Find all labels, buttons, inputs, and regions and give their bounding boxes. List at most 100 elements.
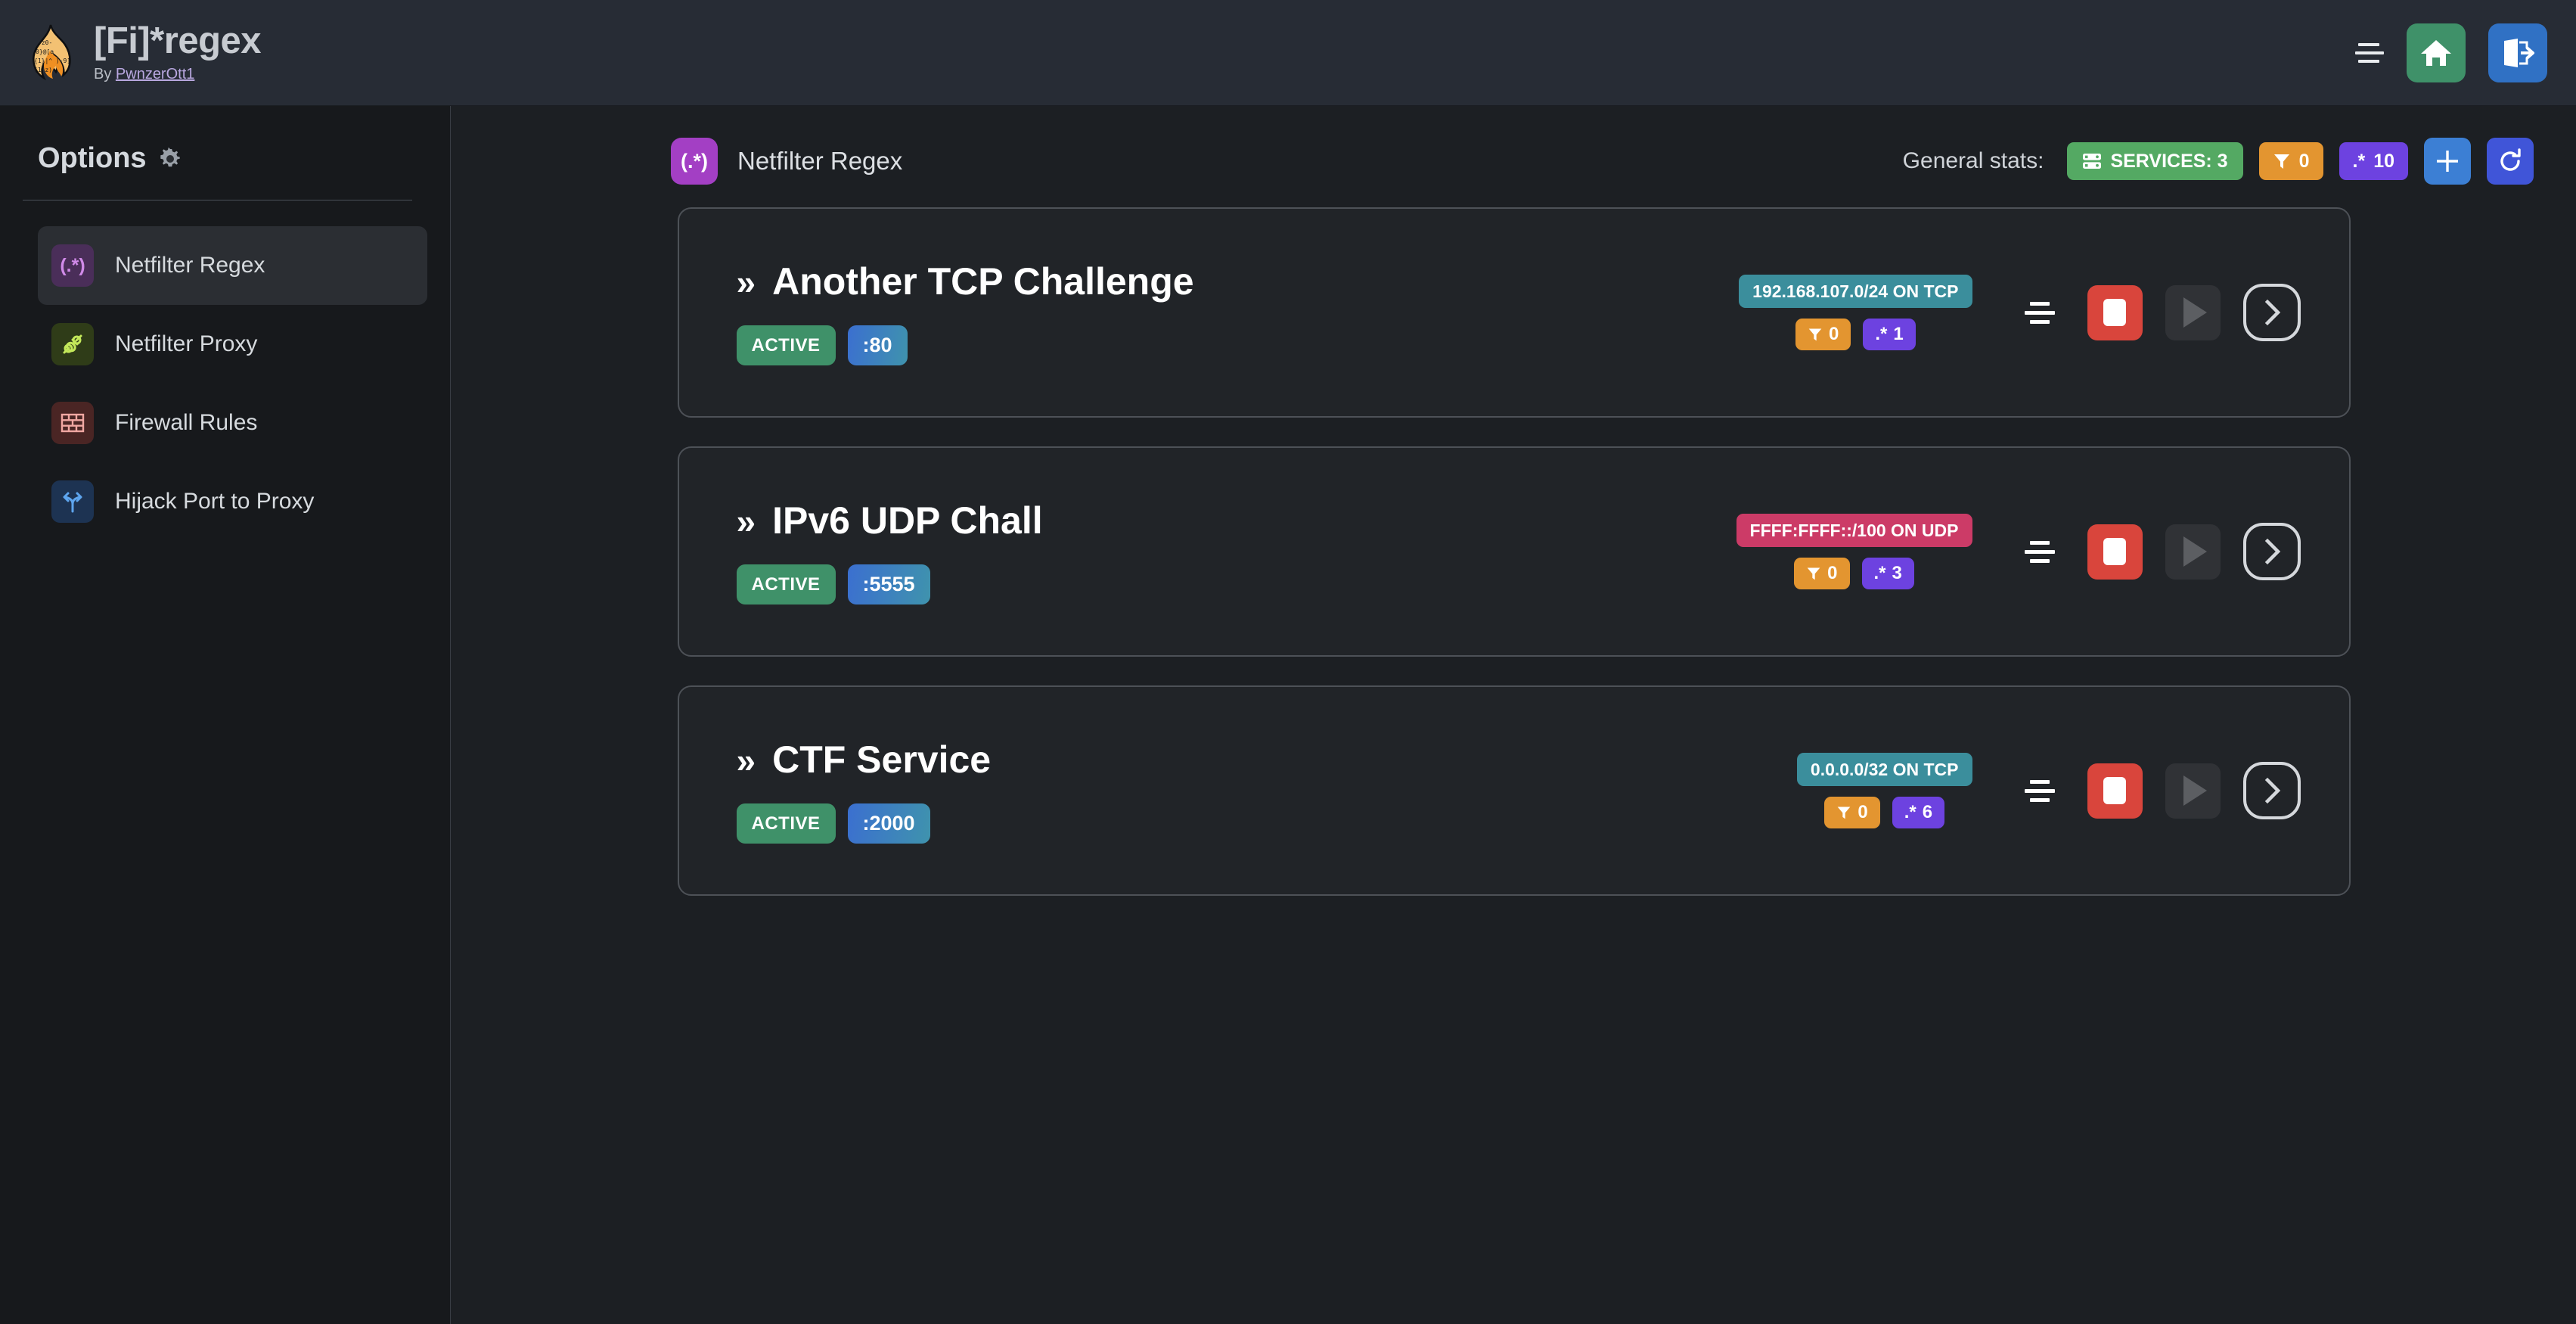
regex-count-text: 1 [1893, 324, 1904, 344]
status-badge: ACTIVE [736, 564, 836, 605]
service-card-info: » CTF Service ACTIVE :2000 [679, 738, 992, 844]
app-author-line: By PwnzerOtt1 [94, 66, 261, 83]
start-service-button[interactable] [2165, 763, 2221, 819]
network-info: 192.168.107.0/24 ON TCP 0 .* 1 [1739, 275, 1972, 350]
start-service-button[interactable] [2165, 284, 2221, 340]
stop-service-button[interactable] [2087, 524, 2143, 580]
sidebar-item-firewall-rules[interactable]: Firewall Rules [38, 384, 427, 462]
stop-icon [2103, 777, 2126, 804]
header-actions [2349, 23, 2576, 82]
status-badge: ACTIVE [736, 325, 836, 365]
by-prefix: By [94, 66, 116, 83]
service-card[interactable]: » CTF Service ACTIVE :2000 0.0.0.0/32 ON… [677, 685, 2351, 896]
refresh-icon [2497, 148, 2523, 174]
stat-services-badge[interactable]: SERVICES: 3 [2067, 142, 2243, 180]
svg-text:(1 z): (1 z) [34, 67, 52, 73]
network-counters: 0 .* 1 [1795, 319, 1916, 350]
stop-service-button[interactable] [2087, 284, 2143, 340]
service-badges: ACTIVE :2000 [736, 803, 992, 844]
port-badge: :80 [847, 325, 908, 365]
regex-icon-glyph: (.*) [60, 254, 85, 276]
stat-regexes-text: 10 [2373, 150, 2394, 172]
service-card[interactable]: » IPv6 UDP Chall ACTIVE :5555 FFFF:FFFF:… [677, 446, 2351, 657]
general-stats: General stats: SERVICES: 3 [1903, 138, 2534, 185]
filter-count-badge[interactable]: 0 [1795, 319, 1851, 350]
gear-icon[interactable] [157, 146, 183, 172]
general-stats-label: General stats: [1902, 148, 2044, 173]
service-title-row: » Another TCP Challenge [737, 260, 1194, 303]
status-badge: ACTIVE [736, 803, 836, 844]
service-badges: ACTIVE :5555 [736, 564, 1043, 605]
stat-regexes-badge[interactable]: .* 10 [2339, 142, 2408, 180]
filter-funnel-icon [1808, 327, 1823, 342]
regex-count-badge[interactable]: .* 1 [1863, 319, 1916, 350]
network-counters: 0 .* 6 [1824, 797, 1945, 828]
service-card-actions: 0.0.0.0/32 ON TCP 0 .* 6 [1796, 753, 2349, 828]
regex-count-badge[interactable]: .* 6 [1892, 797, 1945, 828]
add-service-button[interactable] [2424, 138, 2471, 185]
server-stack-icon [2082, 153, 2102, 169]
regex-dotstar-icon: .* [1873, 563, 1886, 583]
sidebar-header: Options [0, 106, 450, 175]
service-details-button[interactable] [2242, 284, 2301, 341]
hamburger-menu-icon[interactable] [2349, 39, 2384, 67]
service-card[interactable]: » Another TCP Challenge ACTIVE :80 192.1… [677, 207, 2351, 418]
main-content: (.*) Netfilter Regex General stats: SERV… [452, 106, 2576, 1324]
regex-count-text: 6 [1922, 802, 1933, 822]
service-title-row: » CTF Service [737, 738, 992, 782]
regex-icon: (.*) [51, 244, 94, 287]
page-regex-icon: (.*) [671, 138, 718, 185]
regex-dotstar-icon: .* [1875, 324, 1888, 344]
regex-dotstar-icon: .* [2352, 150, 2366, 172]
filter-count-badge[interactable]: 0 [1824, 797, 1880, 828]
align-center-icon[interactable] [2021, 295, 2059, 330]
align-center-icon[interactable] [2021, 534, 2059, 569]
service-list: » Another TCP Challenge ACTIVE :80 192.1… [452, 185, 2576, 896]
app-header: -z0- 0}@[a {1}|^ )-9] (1 z) [Fi]*regex B… [0, 0, 2576, 106]
service-name: IPv6 UDP Chall [772, 499, 1043, 542]
svg-text:-z0-: -z0- [38, 39, 52, 46]
chevron-right-icon [2259, 775, 2285, 806]
logout-icon [2501, 38, 2534, 68]
service-details-button[interactable] [2242, 523, 2301, 580]
regex-dotstar-icon: .* [1904, 802, 1916, 822]
route-fork-icon [51, 480, 94, 523]
network-badge: 192.168.107.0/24 ON TCP [1739, 275, 1972, 308]
stat-filters-badge[interactable]: 0 [2258, 142, 2323, 180]
brand-text: [Fi]*regex By PwnzerOtt1 [94, 20, 262, 83]
stop-service-button[interactable] [2087, 763, 2143, 819]
start-service-button[interactable] [2165, 524, 2221, 580]
network-counters: 0 .* 3 [1794, 558, 1914, 589]
home-icon [2420, 39, 2452, 67]
sidebar-item-netfilter-proxy[interactable]: Netfilter Proxy [38, 305, 427, 384]
network-badge: FFFF:FFFF::/100 ON UDP [1736, 514, 1972, 547]
filter-count-text: 0 [1827, 563, 1838, 583]
sidebar-item-label: Firewall Rules [115, 410, 258, 435]
filter-funnel-icon [1836, 805, 1851, 820]
flame-regex-logo: -z0- 0}@[a {1}|^ )-9] (1 z) [26, 23, 74, 82]
stat-filters-text: 0 [2298, 150, 2310, 172]
logout-button[interactable] [2488, 23, 2547, 82]
stat-services-text: SERVICES: 3 [2110, 150, 2228, 172]
page-regex-icon-glyph: (.*) [681, 149, 708, 172]
service-card-actions: FFFF:FFFF::/100 ON UDP 0 .* 3 [1736, 514, 2349, 589]
svg-text:0}@[a: 0}@[a [36, 48, 54, 55]
filter-count-badge[interactable]: 0 [1794, 558, 1850, 589]
sidebar-item-hijack-port-to-proxy[interactable]: Hijack Port to Proxy [38, 462, 427, 541]
regex-count-badge[interactable]: .* 3 [1861, 558, 1914, 589]
stop-icon [2103, 299, 2126, 326]
service-details-button[interactable] [2242, 762, 2301, 819]
sidebar: Options (.*) Netfilter Regex [0, 106, 451, 1324]
sidebar-item-netfilter-regex[interactable]: (.*) Netfilter Regex [38, 226, 427, 305]
sidebar-title: Options [38, 142, 147, 174]
regex-count-text: 3 [1892, 563, 1902, 583]
refresh-button[interactable] [2487, 138, 2534, 185]
service-card-info: » IPv6 UDP Chall ACTIVE :5555 [679, 499, 1043, 605]
home-button[interactable] [2407, 23, 2466, 82]
filter-funnel-icon [2273, 152, 2291, 170]
author-link[interactable]: PwnzerOtt1 [115, 66, 195, 83]
align-center-icon[interactable] [2021, 773, 2059, 808]
app-title: [Fi]*regex [94, 20, 262, 61]
sidebar-item-label: Netfilter Proxy [115, 331, 258, 356]
play-icon [2183, 536, 2207, 567]
